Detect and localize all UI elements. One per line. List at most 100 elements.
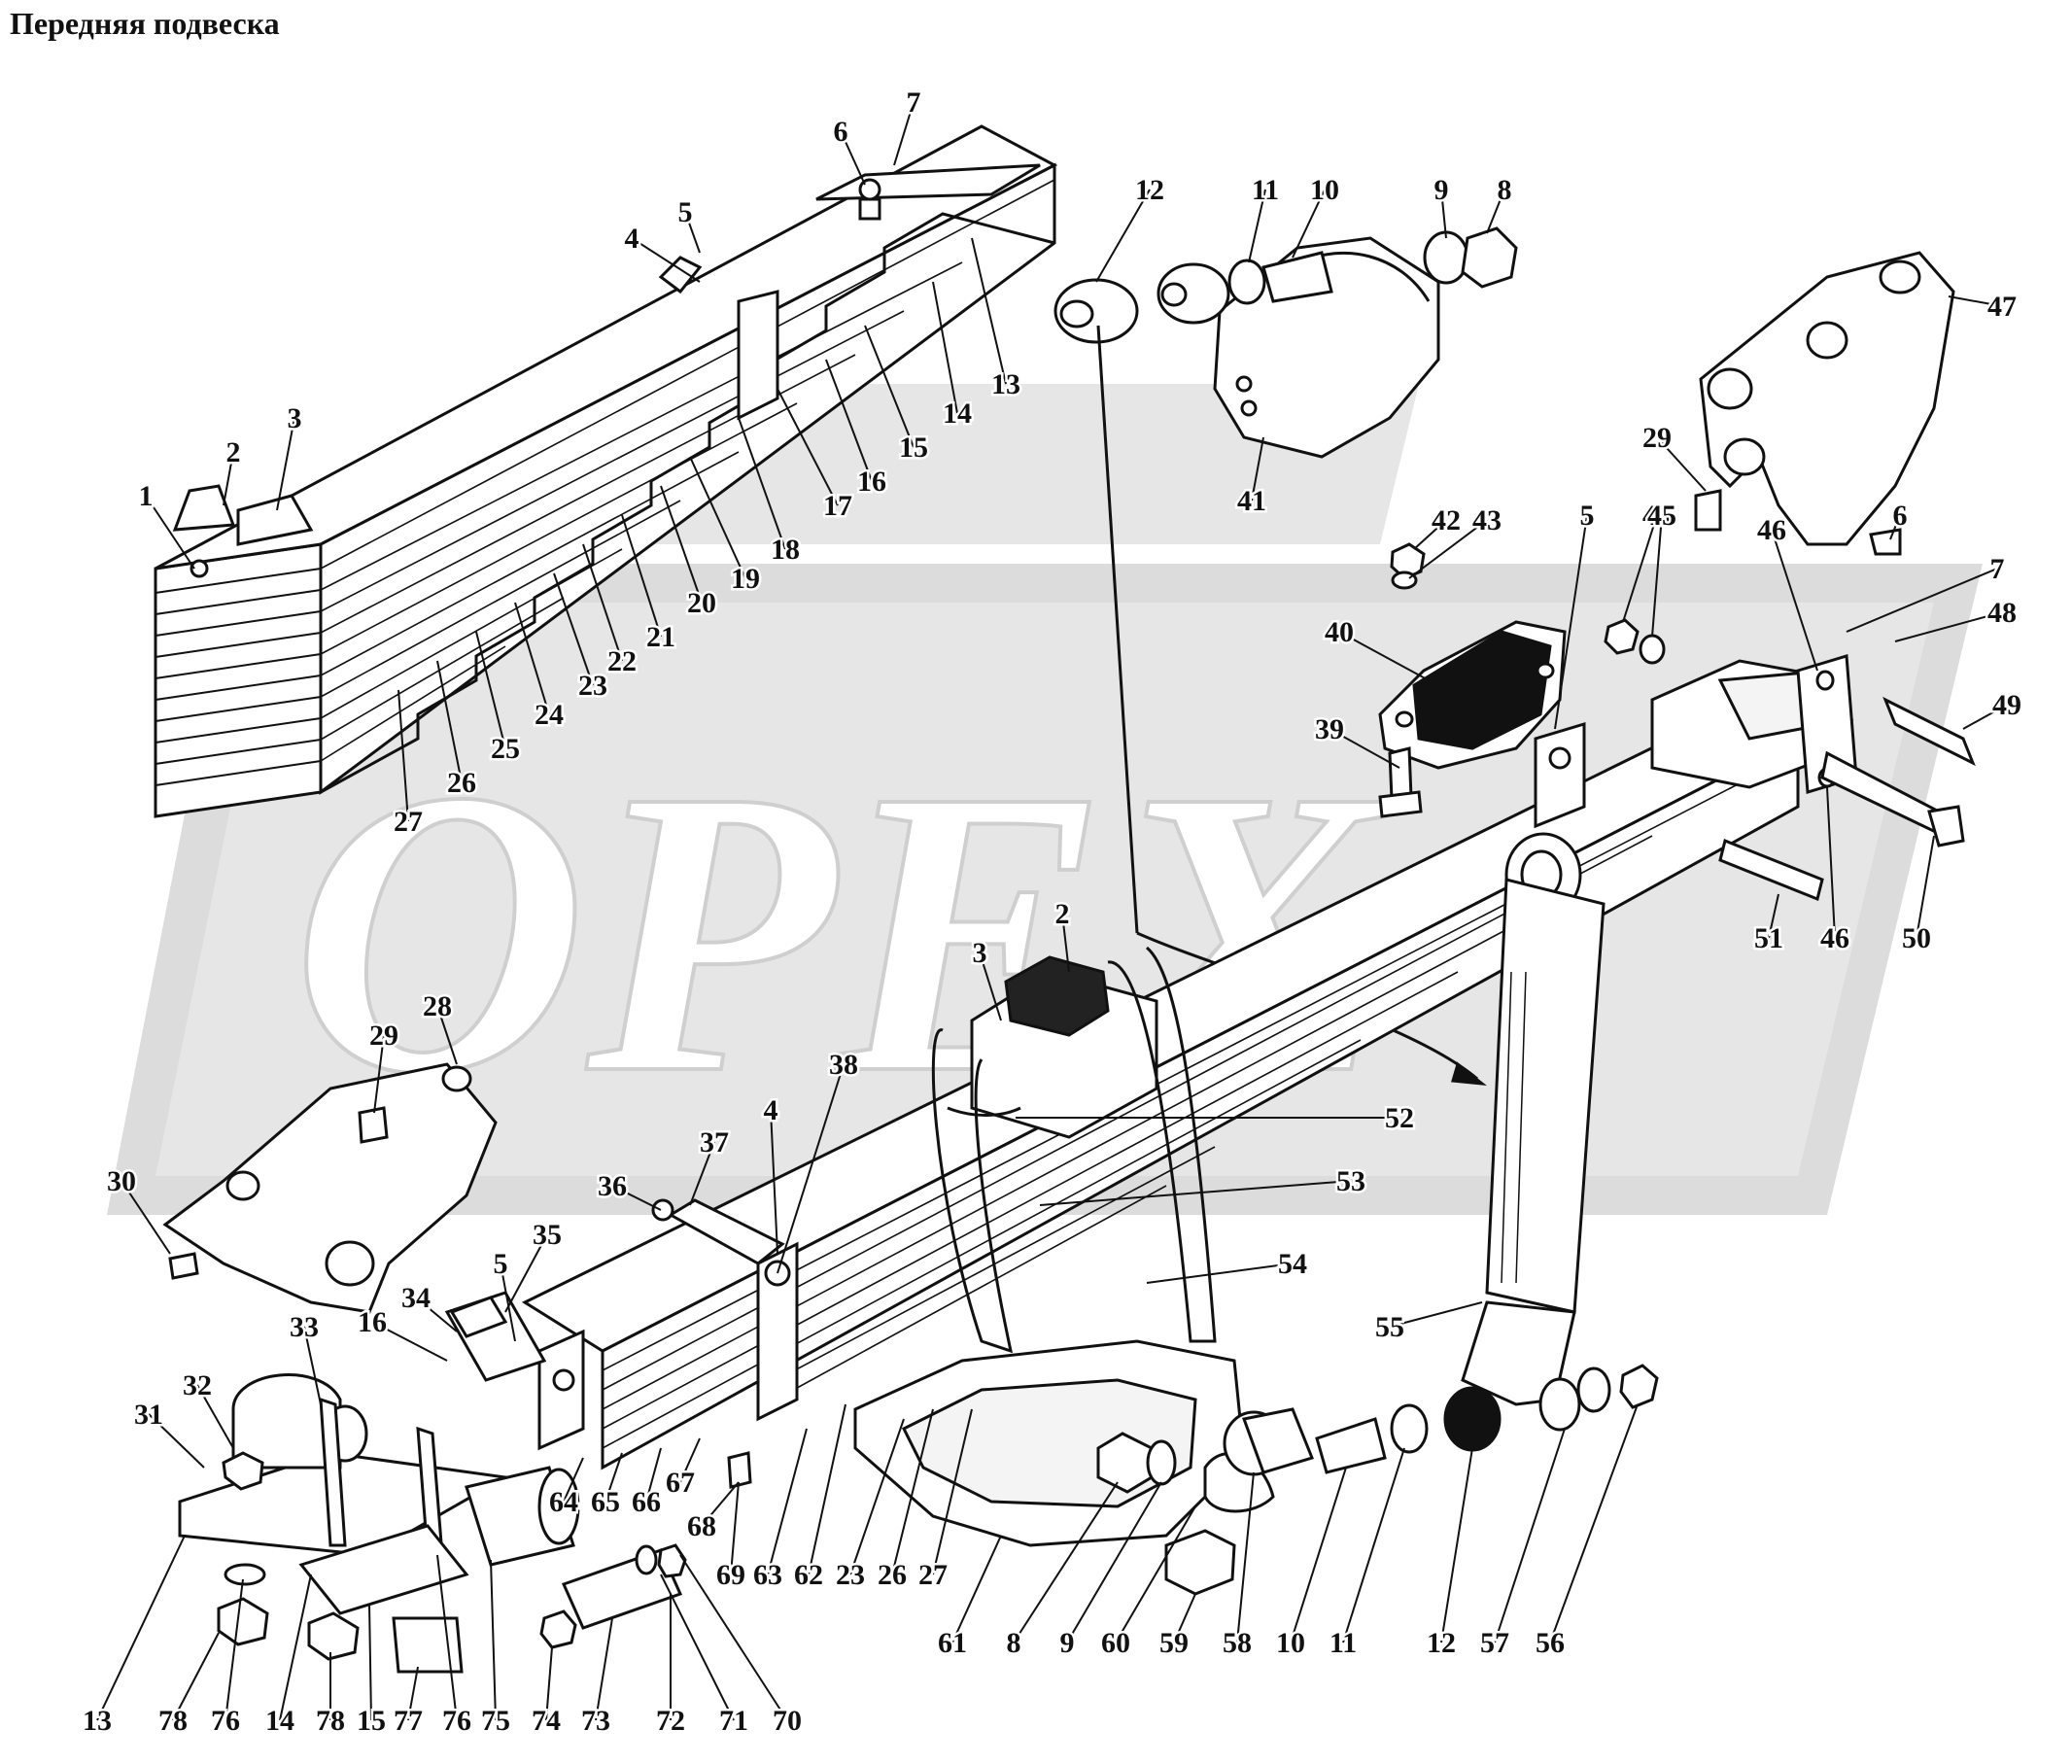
callout-leader	[1248, 189, 1266, 263]
callout-leader	[1408, 519, 1488, 579]
callout-label-78: 78	[316, 1705, 345, 1737]
callout-label-73: 73	[581, 1705, 610, 1737]
callout-label-20: 20	[687, 587, 716, 619]
callout-label-64: 64	[549, 1486, 578, 1518]
callout-label-72: 72	[656, 1705, 685, 1737]
callout-label-17: 17	[823, 490, 852, 522]
callout-label-44: 44	[1642, 500, 1672, 532]
callout-label-43: 43	[1472, 504, 1502, 536]
callout-leader	[223, 451, 234, 506]
callout-label-65: 65	[591, 1486, 620, 1518]
callout-label-15: 15	[899, 432, 928, 464]
callout-label-21: 21	[646, 621, 675, 653]
callout-leader	[770, 1109, 778, 1255]
callout-leader	[840, 130, 866, 186]
callout-leader	[1554, 514, 1588, 730]
callout-leader	[1962, 704, 2008, 730]
callout-leader	[1338, 631, 1430, 681]
callout-leader	[893, 101, 915, 166]
callout-leader	[631, 237, 701, 283]
callout-leader	[1413, 519, 1447, 550]
callout-label-23: 23	[578, 670, 607, 702]
callout-leader	[563, 1457, 584, 1503]
callout-label-18: 18	[771, 534, 800, 566]
callout-leader	[864, 325, 915, 448]
rear-spring-bracket	[162, 1062, 498, 1314]
callout-leader	[172, 1632, 220, 1721]
callout-label-49: 49	[1992, 689, 2021, 721]
callout-leader	[849, 1418, 905, 1575]
callout-label-2: 2	[1055, 898, 1070, 930]
callout-leader	[932, 281, 958, 414]
callout-label-62: 62	[794, 1559, 823, 1591]
callout-leader	[1916, 835, 1935, 939]
callout-leader	[545, 1646, 553, 1721]
callout-label-66: 66	[632, 1486, 661, 1518]
callout-leader	[1039, 1180, 1352, 1206]
callout-leader	[368, 1603, 372, 1721]
callout-label-7: 7	[1990, 553, 2005, 585]
callout-label-39: 39	[1315, 713, 1344, 745]
callout-leader	[1846, 568, 1998, 633]
bottom-fasteners	[1096, 1407, 1315, 1596]
callout-label-68: 68	[687, 1510, 716, 1542]
callout-leader	[415, 1297, 458, 1332]
callout-label-4: 4	[764, 1094, 778, 1126]
callout-leader	[582, 543, 623, 662]
callout-leader	[397, 689, 409, 822]
callout-label-52: 52	[1385, 1102, 1414, 1134]
callout-label-61: 61	[938, 1627, 967, 1659]
callout-label-67: 67	[666, 1467, 695, 1499]
callout-leader	[504, 1233, 548, 1313]
callout-label-45: 45	[1647, 500, 1676, 532]
callout-label-2: 2	[226, 436, 241, 468]
callout-label-4: 4	[625, 223, 639, 255]
callout-leader	[1440, 189, 1447, 239]
callout-label-48: 48	[1987, 597, 2017, 629]
callout-leader	[196, 1384, 234, 1449]
callout-label-41: 41	[1237, 485, 1266, 517]
callout-leader	[891, 1408, 934, 1575]
callout-label-19: 19	[731, 563, 760, 595]
callout-leader	[1115, 1505, 1196, 1643]
callout-label-78: 78	[158, 1705, 188, 1737]
callout-leader	[303, 1326, 322, 1405]
callout-leader	[1440, 1447, 1473, 1643]
callout-label-13: 13	[991, 368, 1020, 400]
diagram-title: Передняя подвеска	[10, 6, 280, 41]
callout-leader	[689, 1141, 715, 1206]
callout-label-26: 26	[447, 767, 476, 799]
callout-leader	[1486, 189, 1505, 234]
callout-leader	[604, 1452, 623, 1503]
callout-leader	[808, 1403, 846, 1575]
callout-label-23: 23	[836, 1559, 865, 1591]
callout-leader	[1389, 1301, 1483, 1328]
callout-leader	[490, 1559, 497, 1721]
callout-label-9: 9	[1060, 1627, 1075, 1659]
callout-label-9: 9	[1434, 174, 1449, 206]
callout-leader	[224, 1578, 244, 1721]
callout-label-25: 25	[491, 733, 520, 765]
callout-label-7: 7	[907, 86, 921, 119]
callout-leader	[971, 237, 1007, 385]
callout-leader	[145, 495, 195, 570]
callout-leader	[373, 1034, 385, 1114]
callout-leader	[1013, 1481, 1119, 1643]
callout-leader	[1549, 1403, 1639, 1643]
callout-leader	[1342, 1447, 1405, 1643]
callout-label-27: 27	[394, 806, 423, 838]
callout-label-55: 55	[1375, 1311, 1404, 1343]
callout-leader	[407, 1666, 419, 1721]
callout-label-5: 5	[494, 1248, 508, 1280]
callout-label-54: 54	[1278, 1248, 1307, 1280]
callout-leader	[436, 1554, 458, 1721]
shock-absorber	[1315, 832, 1659, 1474]
callout-leader	[514, 602, 550, 715]
callout-label-27: 27	[918, 1559, 948, 1591]
callout-label-5: 5	[1580, 500, 1595, 532]
callout-label-10: 10	[1276, 1627, 1305, 1659]
callout-leader	[1292, 189, 1326, 259]
callout-leader	[436, 660, 463, 783]
